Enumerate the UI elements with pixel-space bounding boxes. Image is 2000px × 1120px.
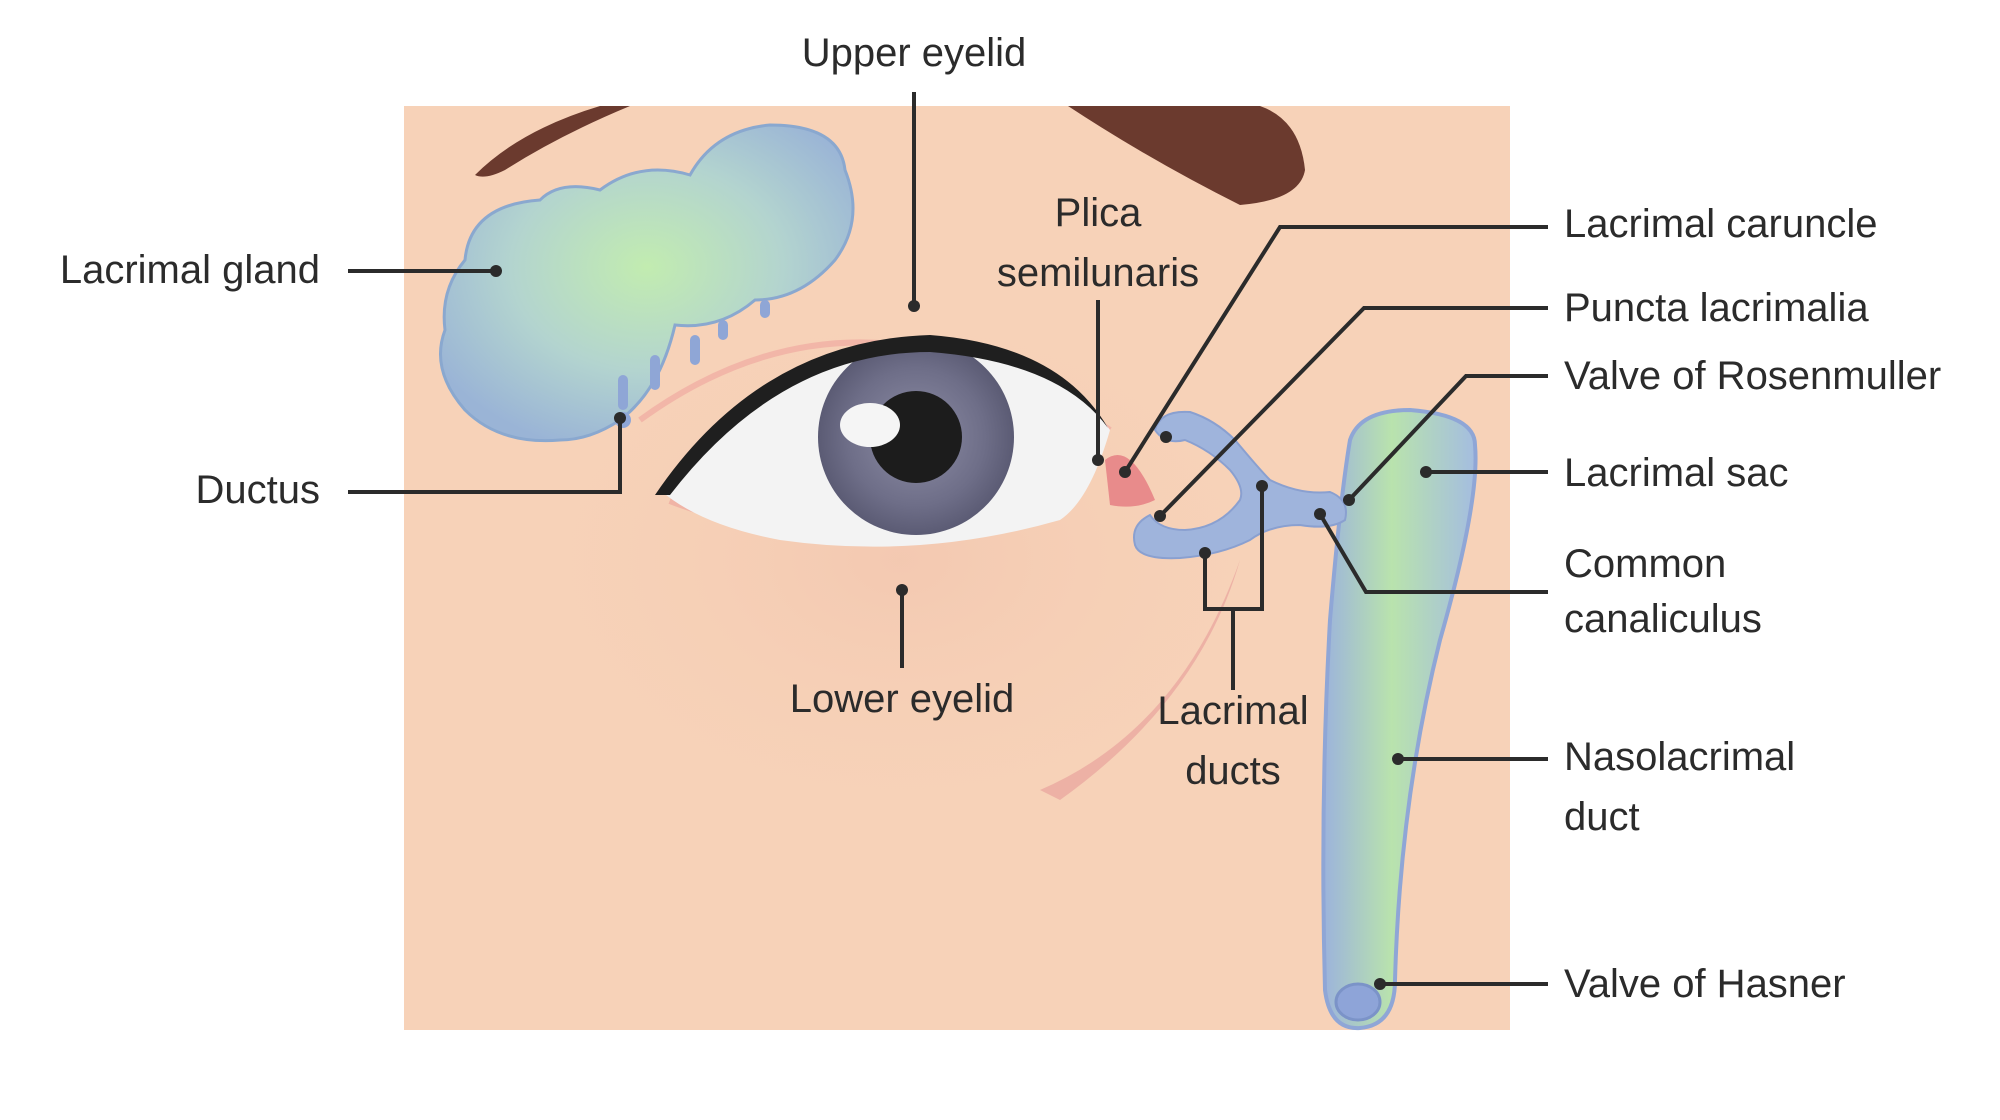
left-eyebrow	[475, 106, 630, 177]
label-plica-line1: Plica	[1055, 191, 1142, 235]
label-common-canaliculus-line2: canaliculus	[1564, 597, 1762, 641]
label-lacrimal-ducts-line2: ducts	[1185, 749, 1281, 793]
label-valve-hasner: Valve of Hasner	[1564, 962, 1846, 1006]
label-ductus: Ductus	[196, 468, 321, 512]
label-puncta-lacrimalia: Puncta lacrimalia	[1564, 286, 1869, 330]
lacrimal-sac-shape	[1321, 407, 1478, 1031]
right-eyebrow	[1068, 106, 1305, 205]
label-nasolacrimal-line2: duct	[1564, 795, 1640, 839]
lacrimal-drainage	[1133, 407, 1478, 1031]
eye-highlight	[840, 403, 900, 447]
label-lower-eyelid: Lower eyelid	[790, 677, 1015, 721]
upper-lash-line	[655, 335, 1108, 495]
label-lacrimal-caruncle: Lacrimal caruncle	[1564, 202, 1877, 246]
cheek-shading	[470, 260, 1330, 860]
label-nasolacrimal-line1: Nasolacrimal	[1564, 735, 1795, 779]
lacrimal-caruncle-shape	[1105, 455, 1155, 507]
lacrimal-gland	[439, 123, 855, 443]
label-lacrimal-ducts-line1: Lacrimal	[1157, 689, 1308, 733]
label-upper-eyelid: Upper eyelid	[802, 31, 1027, 75]
valve-hasner-opening	[1334, 982, 1382, 1022]
labels: Upper eyelid Plica semilunaris Lacrimal …	[60, 31, 1941, 1006]
label-lacrimal-gland: Lacrimal gland	[60, 248, 320, 292]
label-lacrimal-sac: Lacrimal sac	[1564, 451, 1789, 495]
label-common-canaliculus-line1: Common	[1564, 542, 1726, 586]
leader-lines	[348, 92, 1548, 990]
label-plica-line2: semilunaris	[997, 251, 1199, 295]
canaliculi	[1133, 410, 1347, 560]
label-valve-rosenmuller: Valve of Rosenmuller	[1564, 354, 1941, 398]
eye	[655, 335, 1155, 547]
